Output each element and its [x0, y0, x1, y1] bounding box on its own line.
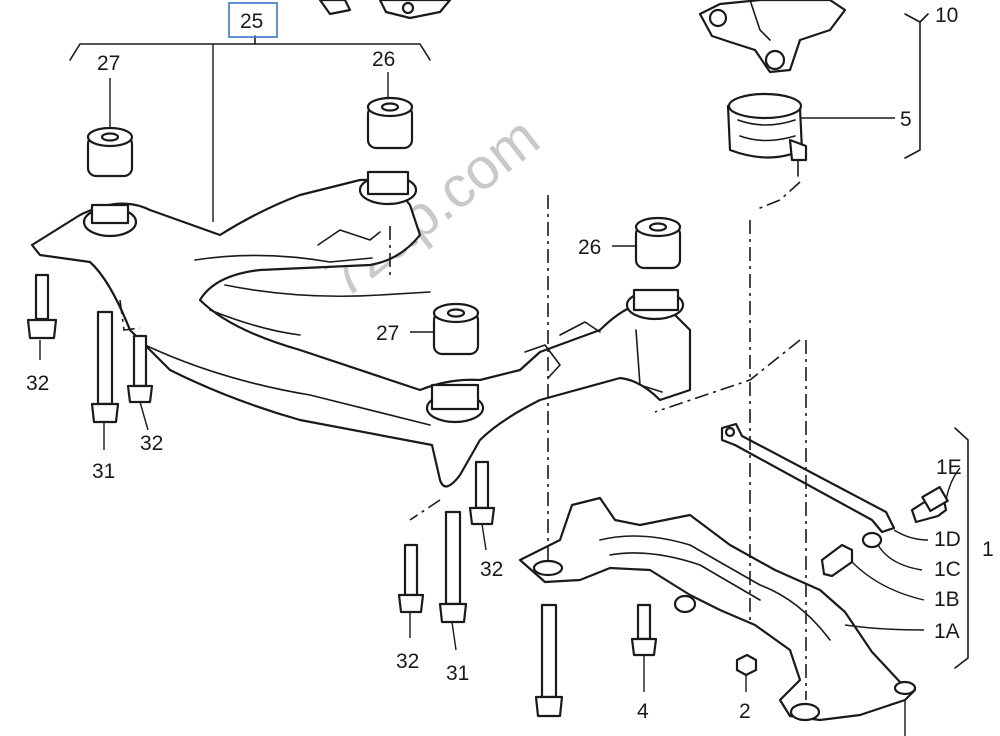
leader-lines: [39, 44, 961, 736]
callout-26-left[interactable]: 26: [372, 48, 395, 71]
engine-mount-5: [726, 92, 808, 177]
bolt-long-center: [534, 603, 564, 718]
nut-2: [735, 653, 758, 677]
callout-1[interactable]: 1: [982, 538, 994, 561]
callout-27-left[interactable]: 27: [97, 52, 120, 75]
callout-4[interactable]: 4: [637, 700, 649, 723]
rubber-bushing-27-left: [86, 126, 134, 178]
rubber-bushing-27-center: [432, 302, 480, 356]
crossmember-1A: [518, 496, 917, 722]
bracket-1: [954, 427, 969, 669]
bolt-31-left: [90, 310, 120, 424]
callout-26-right[interactable]: 26: [578, 236, 601, 259]
rubber-bushing-26-right: [634, 216, 682, 270]
bracket-10-5: [904, 13, 929, 159]
callout-2[interactable]: 2: [739, 700, 751, 723]
callout-1D[interactable]: 1D: [934, 528, 961, 551]
bolt-32-left: [26, 273, 58, 340]
callout-31-left[interactable]: 31: [92, 460, 115, 483]
callout-32-center-right[interactable]: 32: [480, 558, 503, 581]
bolt-32-center-right: [468, 460, 496, 526]
callout-32-left-b[interactable]: 32: [140, 432, 163, 455]
bolt-32-center-left: [397, 543, 425, 614]
highlight-box-25: [228, 2, 278, 38]
callout-5[interactable]: 5: [900, 108, 912, 131]
callout-1A[interactable]: 1A: [934, 620, 960, 643]
callout-27-center[interactable]: 27: [376, 322, 399, 345]
bolt-31-center: [438, 510, 468, 624]
bracket-part-top-center: [318, 0, 452, 20]
callout-10[interactable]: 10: [935, 4, 958, 27]
tie-rod-assembly: [720, 422, 949, 578]
callout-1C[interactable]: 1C: [934, 558, 961, 581]
assembly-axis-lines: [119, 181, 807, 700]
callout-25[interactable]: 25: [240, 10, 263, 33]
bolt-4: [630, 603, 658, 657]
subframe-25: [30, 170, 692, 488]
bolt-32-left-b: [126, 334, 154, 404]
callout-1E[interactable]: 1E: [936, 456, 962, 479]
callout-32-center-left[interactable]: 32: [396, 650, 419, 673]
rubber-bushing-26-left: [366, 96, 414, 150]
callout-1B[interactable]: 1B: [934, 588, 960, 611]
callout-32-left[interactable]: 32: [26, 372, 49, 395]
engine-mount-bracket-10: [698, 0, 847, 74]
callout-31-center[interactable]: 31: [446, 662, 469, 685]
